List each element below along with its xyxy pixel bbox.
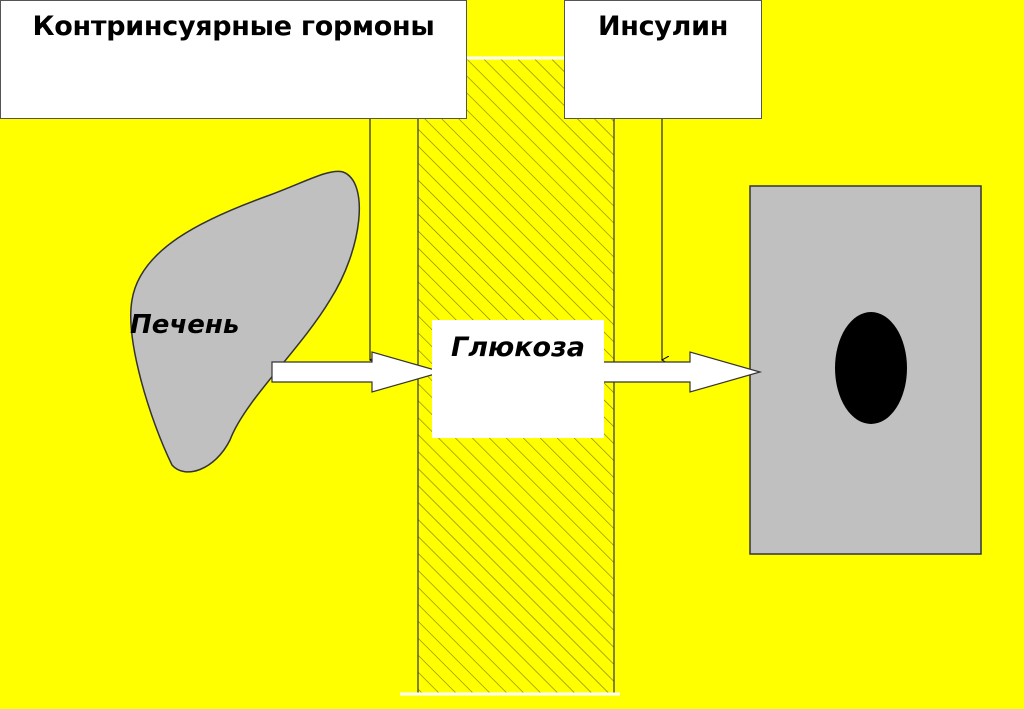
glucose-label: Глюкоза (450, 332, 585, 363)
liver-to-blood-arrow (271, 351, 445, 393)
counter-insular-hormones-label: Контринсуярные гормоны (32, 11, 435, 42)
cell-nucleus (835, 312, 907, 424)
counter-insular-hormones-box: Контринсуярные гормоны (0, 0, 467, 119)
liver-label: Печень (130, 310, 240, 340)
insulin-box: Инсулин (564, 0, 762, 119)
insulin-label: Инсулин (597, 11, 729, 42)
liver-shape (130, 170, 360, 473)
glucose-box: Глюкоза (432, 320, 604, 438)
blood-to-cell-arrow (587, 351, 763, 393)
